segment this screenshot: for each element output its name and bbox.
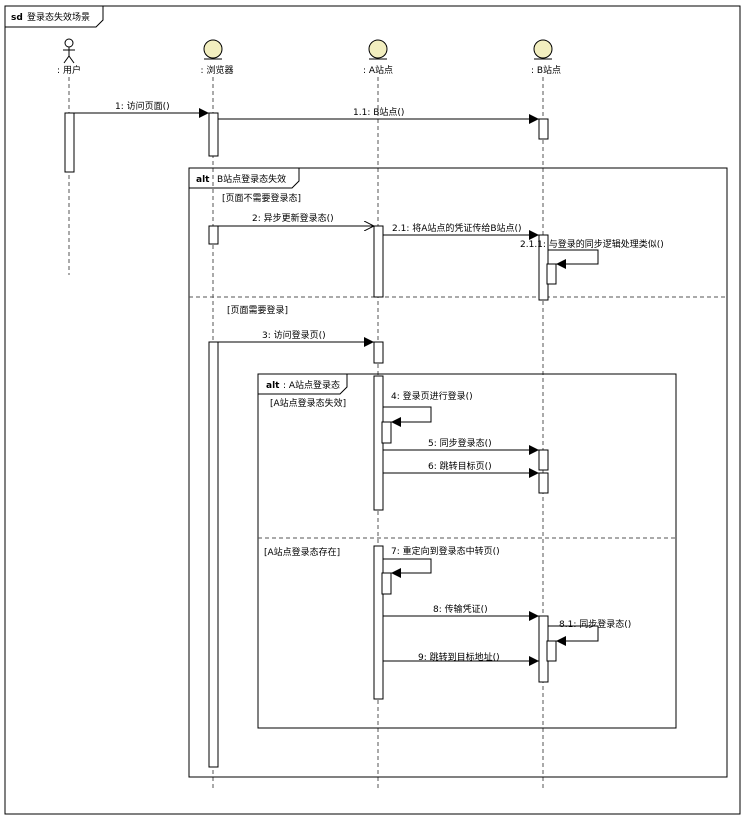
message-label: 5: 同步登录态()	[428, 437, 492, 449]
entity-icon	[533, 39, 553, 60]
message-arrow	[548, 625, 599, 646]
fragment-operator: alt	[266, 381, 280, 391]
message-label: 1.1: B站点()	[353, 106, 404, 118]
activation-bar	[373, 225, 384, 298]
fragment-alt-inner: alt : A站点登录态 [A站点登录态失效] [A站点登录态存在]	[257, 373, 677, 729]
actor-icon	[63, 38, 75, 64]
activation-bar	[373, 341, 384, 364]
lifeline-site-b-label: : B站点	[531, 64, 561, 76]
entity-icon	[203, 39, 223, 60]
lifeline-browser: : 浏览器	[201, 39, 234, 790]
activation-bar	[373, 545, 384, 700]
message-label: 8: 传输凭证()	[433, 603, 488, 615]
message-label: 8.1: 同步登录态()	[559, 618, 631, 630]
message-label: 4: 登录页进行登录()	[391, 390, 473, 402]
lifeline-site-a-label: : A站点	[363, 64, 393, 76]
message-arrow	[383, 558, 432, 578]
fragment-guard: [页面不需要登录态]	[222, 192, 301, 204]
activation-bar	[538, 449, 549, 471]
activation-bar	[381, 421, 392, 444]
lifeline-user: : 用户	[57, 38, 81, 275]
message-label: 6: 跳转目标页()	[428, 460, 492, 472]
message-label: 7: 重定向到登录态中转页()	[391, 545, 500, 557]
message-arrow	[548, 249, 599, 269]
lifeline-site-a: : A站点	[363, 39, 393, 790]
entity-icon	[368, 39, 388, 60]
message-label: 9: 跳转到目标地址()	[418, 651, 500, 663]
fragment-operator: alt	[196, 175, 210, 185]
sd-frame: sd 登录态失效场景	[4, 5, 741, 815]
activation-bar	[64, 112, 75, 173]
activation-bar	[208, 341, 219, 768]
activation-bar	[538, 472, 549, 494]
activation-bar	[208, 225, 219, 245]
fragment-guard: [A站点登录态失效]	[270, 397, 346, 409]
message-label: 2.1.1: 与登录的同步逻辑处理类似()	[520, 238, 664, 250]
fragment-guard: [A站点登录态存在]	[264, 546, 340, 558]
message-label: 1: 访问页面()	[115, 100, 170, 112]
message-label: 2.1: 将A站点的凭证传给B站点()	[392, 222, 522, 234]
lifeline-user-label: : 用户	[57, 64, 81, 76]
lifeline-browser-label: : 浏览器	[201, 64, 234, 76]
activation-bar	[546, 640, 557, 662]
fragment-guard: [页面需要登录]	[227, 305, 288, 316]
activation-bar	[381, 572, 392, 595]
fragment-alt-outer: alt B站点登录态失效 [页面不需要登录态] [页面需要登录]	[188, 167, 728, 778]
lifeline-site-b: : B站点	[531, 39, 561, 790]
messages: 1: 访问页面() 1.1: B站点() 2: 异步更新登录态() 2.1: 将…	[74, 100, 664, 666]
message-label: 3: 访问登录页()	[262, 329, 326, 341]
activation-bar	[546, 263, 557, 285]
message-arrow	[383, 406, 432, 427]
fragment-name: B站点登录态失效	[217, 173, 286, 185]
activation-bars	[64, 112, 557, 768]
sd-frame-title: 登录态失效场景	[27, 11, 90, 23]
activation-bar	[538, 118, 549, 140]
message-label: 2: 异步更新登录态()	[252, 212, 334, 224]
fragment-name: : A站点登录态	[283, 379, 340, 391]
sd-frame-kind: sd	[11, 13, 23, 23]
activation-bar	[208, 112, 219, 157]
